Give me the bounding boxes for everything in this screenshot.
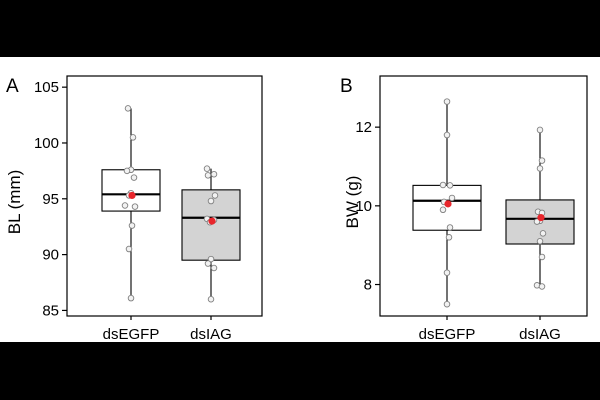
data-point xyxy=(536,165,544,172)
x-tick-label: dsEGFP xyxy=(419,326,476,342)
data-point xyxy=(123,167,131,175)
data-point xyxy=(443,269,451,276)
x-tick-label: dsIAG xyxy=(190,326,232,342)
data-point xyxy=(538,157,546,164)
figure-panel: A 85 90 95 100 105 BL (mm) dsEGFP dsIAG B 8 10 12 BW … xyxy=(0,57,600,343)
mean-point xyxy=(208,217,216,225)
data-point xyxy=(207,255,215,263)
x-tick-label: dsIAG xyxy=(519,326,561,342)
data-point xyxy=(443,131,451,139)
data-point xyxy=(210,264,218,272)
data-point xyxy=(127,294,135,302)
y-tick-label: 100 xyxy=(34,135,59,152)
data-point xyxy=(439,181,447,189)
data-point xyxy=(204,172,212,179)
data-point xyxy=(536,126,544,134)
y-tick-label: 12 xyxy=(355,119,372,136)
plot-frame xyxy=(379,75,588,317)
data-point xyxy=(130,174,138,181)
mean-point xyxy=(537,214,545,222)
data-point xyxy=(448,194,456,202)
panel-label: B xyxy=(340,76,353,97)
data-point xyxy=(124,105,132,112)
data-point xyxy=(439,206,447,214)
data-point xyxy=(446,224,454,231)
data-point xyxy=(538,253,546,261)
data-point xyxy=(207,197,215,205)
data-point xyxy=(210,170,218,178)
y-tick-label: 10 xyxy=(355,198,372,215)
y-axis-title: BW (g) xyxy=(343,176,362,229)
data-point xyxy=(128,222,136,229)
data-point xyxy=(536,237,544,245)
y-tick-label: 8 xyxy=(364,277,372,294)
mean-point xyxy=(128,191,136,200)
iqr-box xyxy=(412,184,482,231)
data-point xyxy=(131,203,139,210)
panel-a: A 85 90 95 100 105 BL (mm) dsEGFP dsIAG xyxy=(5,75,263,343)
x-tick-label: dsEGFP xyxy=(103,326,160,342)
box-group-dsiag xyxy=(181,165,241,303)
box-group-dsegfp xyxy=(101,105,161,302)
data-point xyxy=(533,218,541,225)
panel-label: A xyxy=(6,76,19,97)
data-point xyxy=(203,165,211,172)
y-tick-label: 95 xyxy=(42,191,59,208)
boxplot-figure: A 85 90 95 100 105 BL (mm) dsEGFP dsIAG B 8 10 12 BW … xyxy=(5,75,588,343)
mean-point xyxy=(444,200,452,208)
box-group-dsiag xyxy=(505,126,575,290)
data-point xyxy=(443,98,451,105)
y-axis-title: BL (mm) xyxy=(5,170,24,235)
data-point xyxy=(445,234,453,241)
data-point xyxy=(539,230,547,237)
data-point xyxy=(129,134,137,141)
y-tick-label: 85 xyxy=(42,302,59,319)
plot-frame xyxy=(66,75,263,317)
data-point xyxy=(125,245,133,253)
data-point xyxy=(538,283,546,290)
data-point xyxy=(204,260,212,267)
data-point xyxy=(211,192,219,199)
panel-b: B 8 10 12 BW (g) dsEGFP dsIAG xyxy=(340,75,588,343)
box-group-dsegfp xyxy=(412,98,482,308)
data-point xyxy=(446,182,454,189)
y-tick-label: 90 xyxy=(42,247,59,264)
data-point xyxy=(207,296,215,303)
y-tick-label: 105 xyxy=(34,79,59,96)
data-point xyxy=(121,202,129,209)
data-point xyxy=(443,300,451,308)
